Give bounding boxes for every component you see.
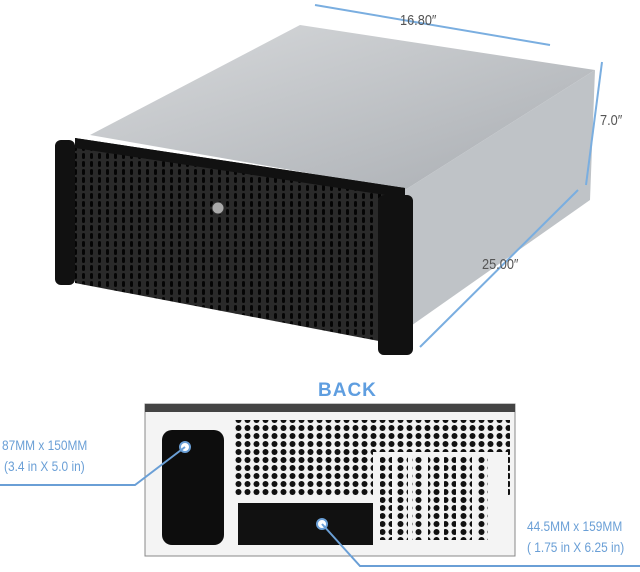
slot-size-line1: 44.5MM x 159MM — [527, 518, 623, 534]
drive-bay-opening — [238, 503, 373, 545]
right-handle — [378, 195, 413, 355]
psu-opening — [162, 430, 224, 545]
left-handle — [55, 140, 75, 285]
back-title: BACK — [318, 380, 377, 401]
depth-dimension: 25.00″ — [482, 256, 519, 273]
slot-covers — [380, 455, 488, 540]
psu-size-line2: (3.4 in X 5.0 in) — [4, 458, 85, 474]
front-panel — [75, 138, 405, 345]
slot-size-line2: ( 1.75 in X 6.25 in) — [527, 539, 625, 555]
chassis-side — [398, 70, 595, 335]
lock-icon — [211, 201, 225, 215]
chassis-top — [90, 25, 595, 190]
psu-size-line1: 87MM x 150MM — [2, 437, 88, 453]
width-dimension: 16.80″ — [400, 12, 437, 29]
height-dimension: 7.0″ — [600, 112, 623, 129]
